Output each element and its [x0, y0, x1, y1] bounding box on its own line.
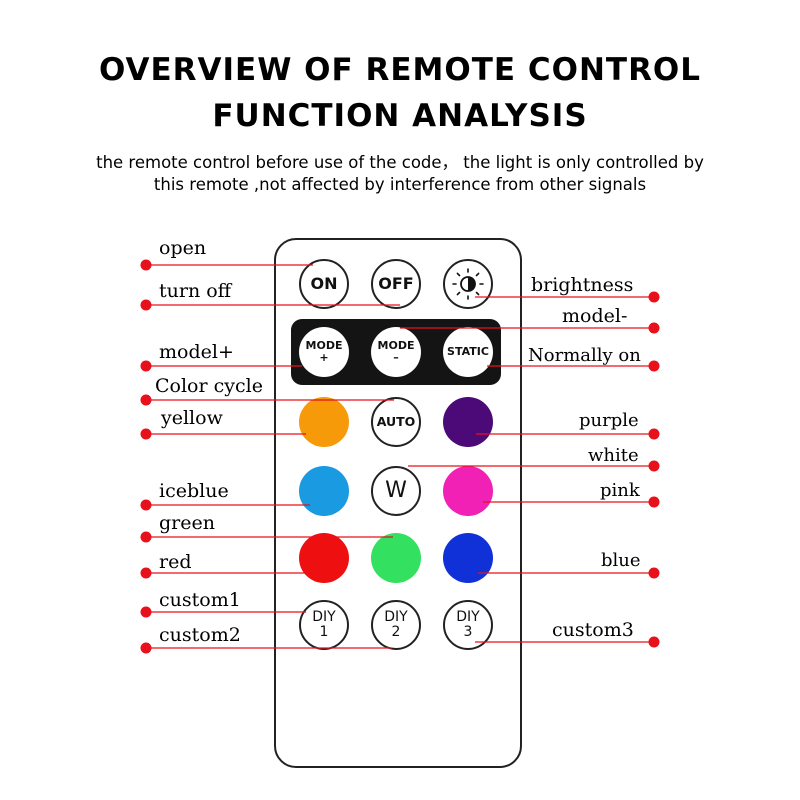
- label-model-plus: model+: [159, 341, 234, 363]
- label-color-cycle: Color cycle: [155, 375, 263, 397]
- callout-dot-red: [140, 567, 152, 579]
- subtitle-line-1: the remote control before use of the cod…: [96, 153, 704, 172]
- mode-minus-button[interactable]: MODE –: [371, 327, 421, 377]
- diy3-button[interactable]: DIY 3: [443, 600, 493, 650]
- label-custom3: custom3: [552, 619, 634, 641]
- callout-dot-model-minus: [648, 322, 660, 334]
- brightness-button[interactable]: [443, 259, 493, 309]
- callout-dot-purple: [648, 428, 660, 440]
- auto-label: AUTO: [376, 414, 416, 430]
- blue-button[interactable]: [443, 533, 493, 583]
- callout-dot-pink: [648, 496, 660, 508]
- yellow-button[interactable]: [299, 397, 349, 447]
- callout-dot-brightness: [648, 291, 660, 303]
- off-button-label: OFF: [378, 273, 414, 293]
- label-custom2: custom2: [159, 624, 241, 646]
- on-button[interactable]: ON: [299, 259, 349, 309]
- callout-dot-custom3: [648, 636, 660, 648]
- callout-dot-normally-on: [648, 360, 660, 372]
- diy2-button[interactable]: DIY 2: [371, 600, 421, 650]
- label-yellow: yellow: [161, 407, 223, 429]
- label-custom1: custom1: [159, 589, 241, 611]
- auto-button[interactable]: AUTO: [371, 397, 421, 447]
- callout-dot-color-cycle: [140, 394, 152, 406]
- callout-dot-open: [140, 259, 152, 271]
- white-button[interactable]: W: [371, 466, 421, 516]
- title-line-1: OVERVIEW OF REMOTE CONTROL: [98, 52, 702, 88]
- brightness-icon: [451, 267, 485, 301]
- mode-plus-button[interactable]: MODE +: [299, 327, 349, 377]
- callout-dot-blue: [648, 567, 660, 579]
- off-button[interactable]: OFF: [371, 259, 421, 309]
- label-iceblue: iceblue: [159, 480, 229, 502]
- red-button[interactable]: [299, 533, 349, 583]
- static-button[interactable]: STATIC: [443, 327, 493, 377]
- diy2-label: DIY 2: [384, 609, 408, 640]
- diy1-button[interactable]: DIY 1: [299, 600, 349, 650]
- callout-dot-model-plus: [140, 360, 152, 372]
- label-model-minus: model-: [562, 305, 628, 327]
- mode-minus-label: MODE –: [377, 339, 415, 364]
- label-white: white: [588, 445, 639, 466]
- on-button-label: ON: [310, 273, 338, 293]
- callout-dot-white: [648, 460, 660, 472]
- mode-plus-label: MODE +: [305, 339, 343, 364]
- callout-dot-yellow: [140, 428, 152, 440]
- subtitle-line-2: this remote ,not affected by interferenc…: [153, 175, 647, 194]
- white-button-label: W: [385, 478, 407, 504]
- pink-button[interactable]: [443, 466, 493, 516]
- label-blue: blue: [601, 550, 641, 571]
- label-green: green: [159, 512, 215, 534]
- label-turn-off: turn off: [159, 280, 232, 302]
- iceblue-button[interactable]: [299, 466, 349, 516]
- label-brightness: brightness: [531, 274, 634, 296]
- label-red: red: [159, 551, 192, 573]
- label-purple: purple: [579, 410, 639, 431]
- callout-dot-custom2: [140, 642, 152, 654]
- diy1-label: DIY 1: [312, 609, 336, 640]
- label-pink: pink: [600, 480, 640, 501]
- static-label: STATIC: [447, 345, 489, 359]
- callout-dot-turn-off: [140, 299, 152, 311]
- label-open: open: [159, 237, 207, 259]
- label-normally-on: Normally on: [528, 345, 641, 366]
- callout-dot-custom1: [140, 606, 152, 618]
- callout-dot-iceblue: [140, 499, 152, 511]
- callout-dot-green: [140, 531, 152, 543]
- title-line-2: FUNCTION ANALYSIS: [212, 98, 588, 134]
- diy3-label: DIY 3: [456, 609, 480, 640]
- green-button[interactable]: [371, 533, 421, 583]
- purple-button[interactable]: [443, 397, 493, 447]
